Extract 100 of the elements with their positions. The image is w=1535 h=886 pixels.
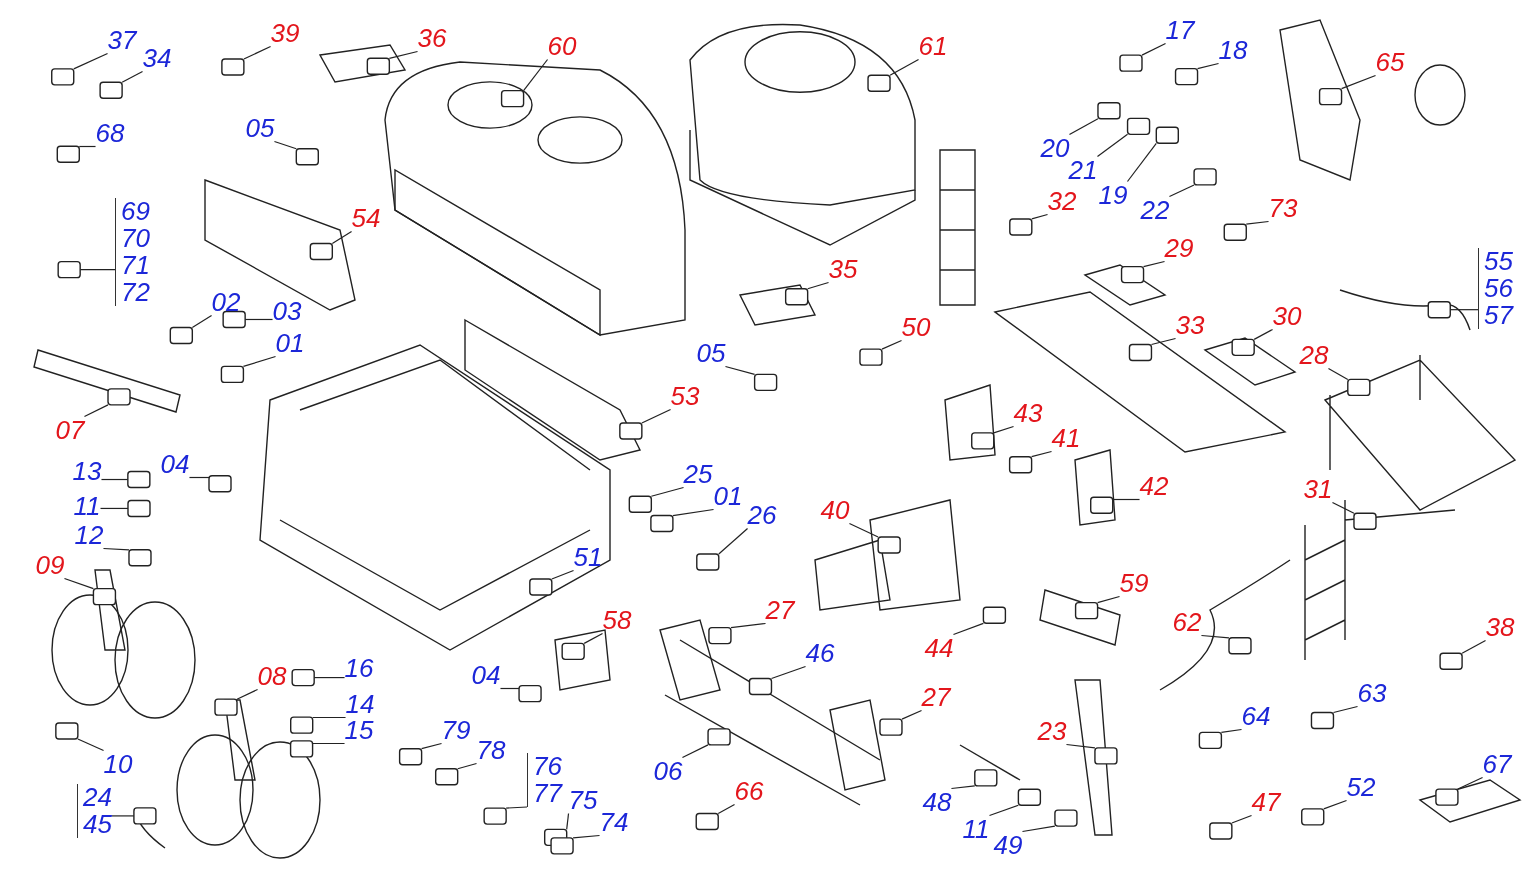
part-drawing [1090, 496, 1114, 514]
leader-line [650, 486, 685, 497]
callout-number: 61 [918, 32, 948, 60]
part-drawing [56, 145, 80, 163]
callout-number: 62 [1172, 608, 1202, 636]
leader-line [718, 527, 749, 555]
callout-number: 77 [533, 780, 562, 807]
part-drawing [55, 722, 79, 740]
callout-number: 27 [765, 596, 795, 624]
leader-line [1449, 309, 1479, 311]
part-drawing [289, 740, 314, 758]
callout-number: 21 [1068, 156, 1098, 184]
callout-number: 05 [245, 114, 275, 142]
leader-line [188, 476, 210, 479]
callout-number: 02 [211, 288, 241, 316]
part-drawing [1009, 218, 1033, 236]
part-drawing [707, 728, 731, 746]
leader-line [312, 742, 346, 745]
part-drawing [1008, 456, 1033, 474]
callout-number: 11 [73, 492, 101, 520]
callout-number: 72 [121, 279, 150, 306]
leader-line [1220, 728, 1243, 733]
leader-line [770, 665, 807, 680]
callout-number: 13 [72, 457, 102, 485]
leader-line [1031, 450, 1053, 458]
leader-line [63, 577, 95, 590]
callout-number: 59 [1119, 569, 1149, 597]
part-drawing [51, 68, 75, 86]
part-drawing [1347, 378, 1371, 397]
leader-line [388, 50, 419, 59]
callout-number: 17 [1165, 16, 1195, 44]
part-drawing [1427, 301, 1451, 319]
leader-line [499, 687, 520, 690]
leader-line [952, 622, 984, 636]
callout-number: 04 [160, 450, 190, 478]
part-drawing [1054, 809, 1078, 827]
part-drawing [222, 310, 246, 329]
part-drawing [1198, 731, 1223, 750]
part-drawing [169, 326, 193, 345]
part-drawing [628, 495, 653, 513]
leader-line [717, 803, 736, 815]
part-drawing [57, 260, 81, 279]
part-drawing [208, 475, 232, 493]
callout-number: 33 [1175, 311, 1205, 339]
leader-line [1196, 62, 1220, 70]
part-drawing [1074, 601, 1099, 620]
part-drawing [1318, 87, 1343, 106]
callout-number: 36 [417, 24, 447, 52]
leader-line [523, 58, 549, 92]
part-drawing [696, 553, 720, 571]
part-drawing [92, 587, 117, 606]
part-drawing [309, 242, 333, 261]
part-drawing [1120, 265, 1145, 284]
part-drawing [982, 606, 1007, 625]
leader-line [102, 547, 130, 551]
leader-line [848, 522, 879, 538]
leader-line [121, 70, 144, 83]
callout-number: 01 [713, 482, 743, 510]
leader-line [421, 742, 443, 750]
callout-number: 46 [805, 639, 835, 667]
leader-line [1253, 328, 1274, 340]
leader-line [79, 269, 116, 271]
part-drawing [1435, 788, 1459, 806]
callout-number: 38 [1485, 613, 1515, 641]
part-drawing [1439, 652, 1463, 670]
callout-number: 08 [257, 662, 287, 690]
callout-number: 04 [471, 661, 501, 689]
part-drawing [1017, 788, 1042, 806]
callout-number: 73 [1268, 194, 1298, 222]
callout-number: 47 [1251, 788, 1281, 816]
part-drawing [1193, 168, 1217, 186]
leader-line [312, 716, 347, 719]
leader-line [1331, 501, 1355, 514]
part-drawing [1301, 808, 1325, 826]
leader-line [83, 404, 109, 418]
part-drawing [1228, 637, 1252, 655]
part-drawing [107, 388, 131, 406]
callout-number: 25 [683, 460, 713, 488]
callout-number: 30 [1272, 302, 1302, 330]
part-drawing [784, 288, 809, 306]
callout-number: 70 [121, 225, 150, 252]
leader-line [1068, 118, 1099, 136]
part-drawing [133, 807, 157, 825]
part-drawing [518, 684, 542, 703]
leader-line [1141, 42, 1167, 56]
leader-line [505, 806, 528, 809]
callout-number: 37 [107, 26, 137, 54]
callout-number: 07 [55, 416, 85, 444]
leader-line [993, 425, 1015, 434]
leader-line [73, 52, 109, 70]
leader-line [551, 569, 575, 580]
callout-number: 22 [1140, 196, 1170, 224]
leader-line [681, 744, 709, 759]
callout-number: 52 [1346, 773, 1376, 801]
callout-number: 66 [734, 777, 764, 805]
part-drawing [1126, 117, 1151, 136]
leader-line [672, 508, 715, 517]
bracket [1478, 248, 1513, 329]
part-drawing [127, 470, 151, 489]
part-drawing [877, 536, 901, 554]
